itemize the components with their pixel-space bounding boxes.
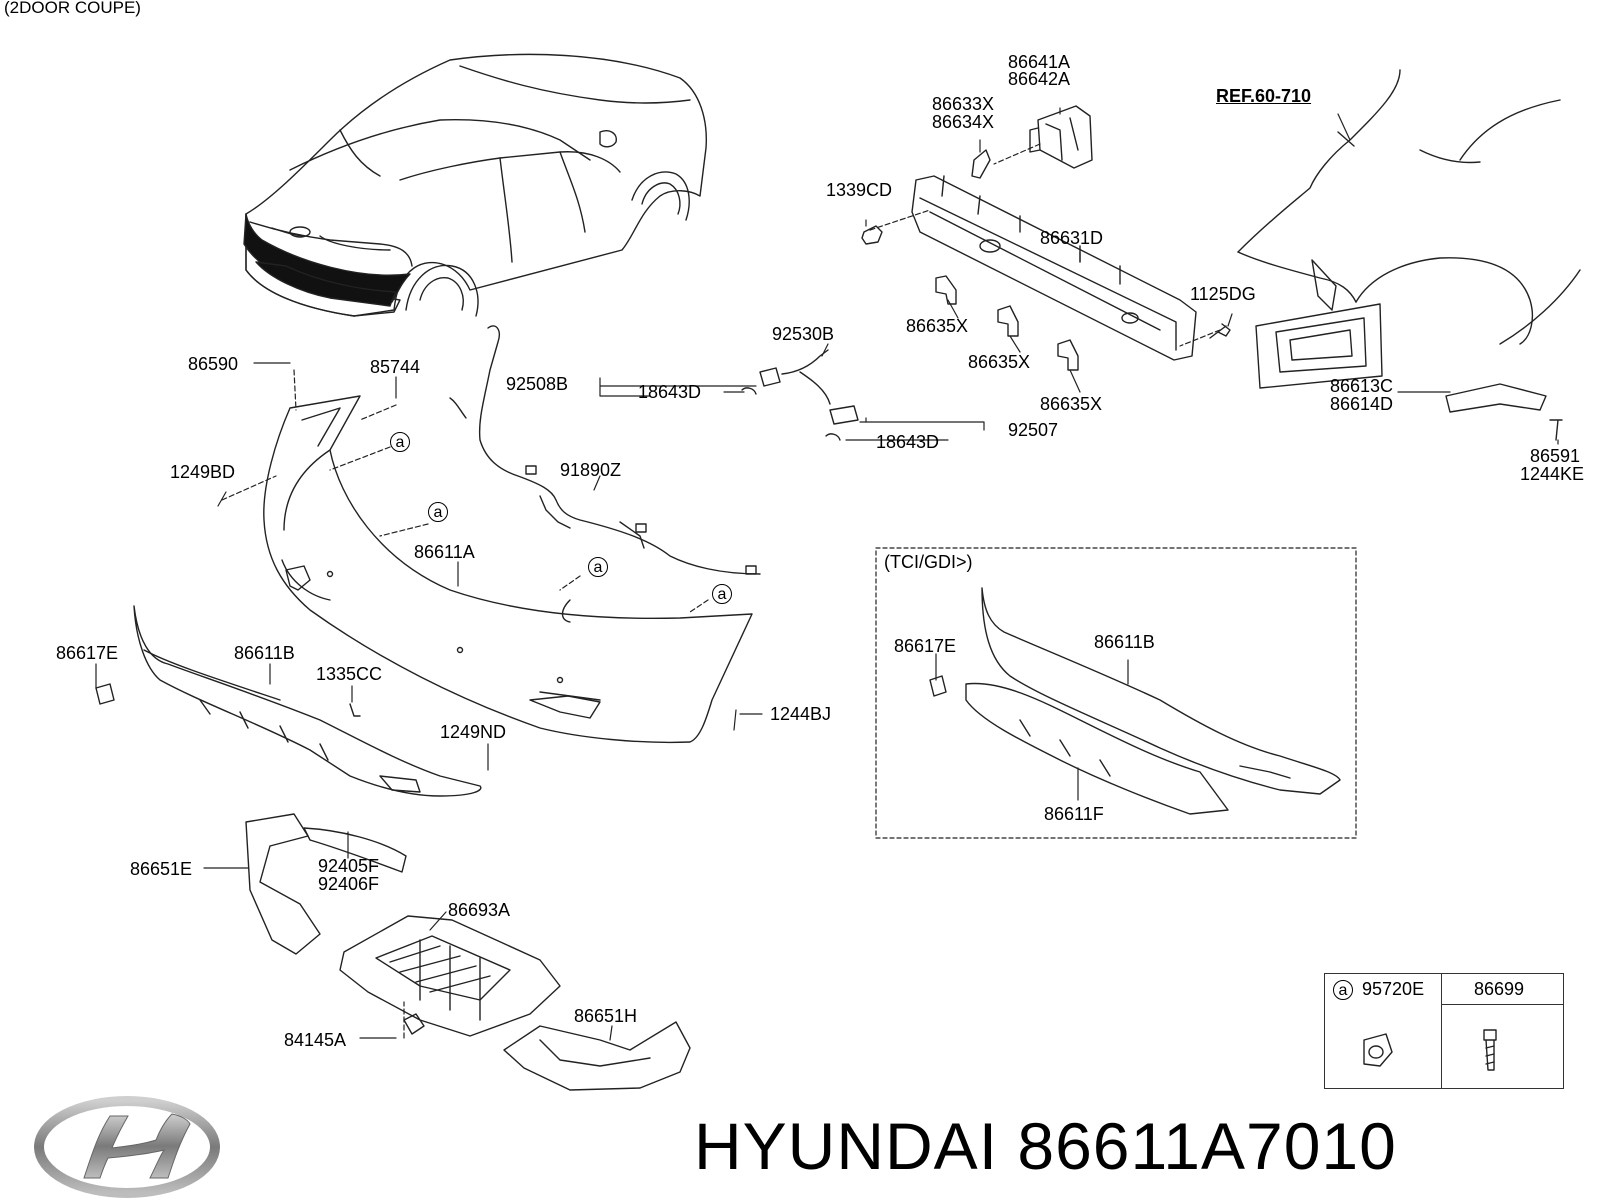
legend-drawings bbox=[1363, 1029, 1497, 1071]
part-label: 86631D bbox=[1040, 228, 1104, 248]
part-label: 86642A bbox=[1008, 69, 1071, 89]
part-label: 86617E bbox=[56, 643, 119, 663]
part-label: 1244BJ bbox=[770, 704, 832, 724]
part-label: 84145A bbox=[284, 1030, 347, 1050]
part-label: 86611B bbox=[234, 643, 295, 663]
part-label: 86651E bbox=[130, 859, 193, 879]
part-label: 86635X bbox=[1040, 394, 1103, 414]
part-label: 86635X bbox=[968, 352, 1031, 372]
undercover bbox=[339, 915, 561, 1037]
inset-title: (TCI/GDI>) bbox=[884, 552, 973, 572]
part-label: 1244KE bbox=[1520, 464, 1585, 484]
part-label: 1125DG bbox=[1190, 284, 1256, 304]
sensor-wiring bbox=[741, 349, 859, 441]
beam-assembly bbox=[861, 105, 1231, 371]
inset-frame bbox=[875, 547, 1357, 839]
legend-callout: a bbox=[1333, 980, 1353, 1000]
inset-diffuser bbox=[929, 587, 1341, 815]
legend-part-2: 86699 bbox=[1474, 979, 1525, 999]
part-label: 86634X bbox=[932, 112, 995, 132]
part-label: 86651H bbox=[574, 1006, 638, 1026]
part-label: 86611B bbox=[1094, 632, 1155, 652]
callout-a-2: a bbox=[428, 502, 448, 522]
part-label: 1249ND bbox=[440, 722, 507, 742]
part-label: 86611A bbox=[414, 542, 475, 562]
legend-col-1: a 95720E bbox=[1325, 974, 1442, 1089]
leader-lines bbox=[95, 107, 1559, 1041]
part-label: 86611F bbox=[1044, 804, 1104, 824]
part-label: 86693A bbox=[448, 900, 511, 920]
part-label: 18643D bbox=[638, 382, 702, 402]
part-label: 1249BD bbox=[170, 462, 236, 482]
legend-col-2: 86699 bbox=[1442, 974, 1563, 1005]
part-label: 86591 bbox=[1530, 446, 1581, 466]
fender-illustration bbox=[1237, 69, 1581, 441]
model-caption: (2DOOR COUPE) bbox=[4, 0, 141, 17]
part-label: 18643D bbox=[876, 432, 940, 452]
part-label: 92406F bbox=[318, 874, 380, 894]
part-label: 1339CD bbox=[826, 180, 893, 200]
part-label: 92508B bbox=[506, 374, 569, 394]
bumper-cover bbox=[263, 395, 753, 744]
wiring-harness bbox=[449, 325, 761, 575]
part-label: 91890Z bbox=[560, 460, 622, 480]
part-label: 92405F bbox=[318, 856, 380, 876]
lower-brackets bbox=[245, 813, 407, 955]
part-label: 92530B bbox=[772, 324, 835, 344]
bracket-86651h bbox=[503, 1021, 691, 1091]
callout-a-4: a bbox=[712, 584, 732, 604]
car-illustration bbox=[243, 53, 707, 317]
footer-title: HYUNDAI 86611A7010 bbox=[694, 1109, 1397, 1183]
part-label: 86633X bbox=[932, 94, 995, 114]
part-label: 1335CC bbox=[316, 664, 383, 684]
callout-a-3: a bbox=[588, 557, 608, 577]
part-label: 86614D bbox=[1330, 394, 1394, 414]
part-label: 86635X bbox=[906, 316, 969, 336]
part-label: 86613C bbox=[1330, 376, 1394, 396]
reference-label: REF.60-710 bbox=[1216, 86, 1312, 106]
legend-part-1: 95720E bbox=[1362, 979, 1425, 999]
part-label: 86641A bbox=[1008, 52, 1071, 72]
hyundai-logo-icon bbox=[34, 1096, 220, 1198]
part-label: 85744 bbox=[370, 357, 421, 377]
part-label: 86617E bbox=[894, 636, 957, 656]
callout-a-1: a bbox=[390, 432, 410, 452]
diffuser bbox=[95, 605, 482, 797]
part-label: 86590 bbox=[188, 354, 239, 374]
part-label: 92507 bbox=[1008, 420, 1059, 440]
legend-table: a 95720E 86699 bbox=[1324, 973, 1564, 1089]
